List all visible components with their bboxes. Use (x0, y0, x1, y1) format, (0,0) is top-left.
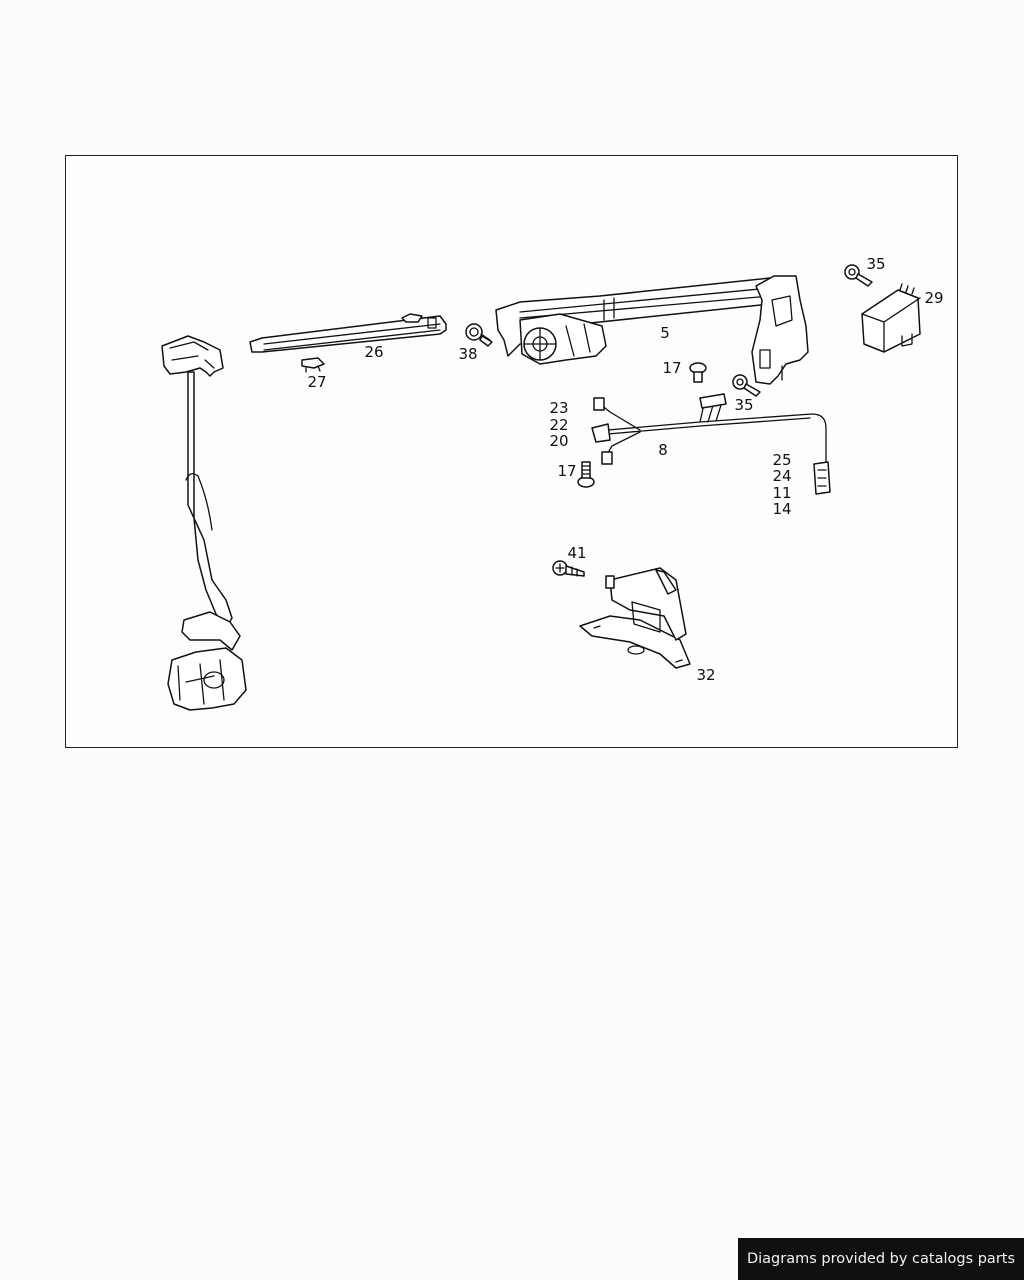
screw-part-17-upper[interactable] (689, 362, 707, 383)
label-35-lower: 35 (734, 396, 753, 414)
label-11: 11 (772, 484, 791, 502)
label-29: 29 (924, 289, 943, 307)
label-5: 5 (660, 324, 670, 342)
label-22: 22 (549, 416, 568, 434)
label-14: 14 (772, 500, 791, 518)
label-20: 20 (549, 432, 568, 450)
control-module-part-29[interactable] (861, 283, 921, 353)
motor-rail-part-5[interactable] (495, 275, 809, 385)
label-38: 38 (458, 345, 477, 363)
label-23: 23 (549, 399, 568, 417)
diagram-credit-footer: Diagrams provided by catalogs parts (738, 1238, 1024, 1280)
label-26: 26 (364, 343, 383, 361)
screw-part-38[interactable] (465, 323, 493, 347)
wiring-harness-part-8[interactable] (591, 393, 831, 495)
screw-part-41[interactable] (552, 560, 585, 577)
label-24: 24 (772, 467, 791, 485)
rail-part-26[interactable] (249, 313, 447, 353)
bracket-part-32[interactable] (579, 567, 691, 669)
screw-part-35-lower[interactable] (732, 374, 761, 397)
screw-part-17-lower[interactable] (577, 461, 595, 488)
label-35-upper: 35 (866, 255, 885, 273)
label-25: 25 (772, 451, 791, 469)
callout-labels: 5 8 11 14 17 17 20 22 23 24 25 26 27 29 … (307, 255, 943, 684)
label-41: 41 (567, 544, 586, 562)
label-17-upper: 17 (662, 359, 681, 377)
label-17-lower: 17 (557, 462, 576, 480)
clip-part-27[interactable] (301, 357, 325, 373)
label-32: 32 (696, 666, 715, 684)
seat-belt-assembly[interactable] (161, 335, 247, 711)
screw-part-35-upper[interactable] (844, 264, 873, 287)
label-8: 8 (658, 441, 668, 459)
label-27: 27 (307, 373, 326, 391)
